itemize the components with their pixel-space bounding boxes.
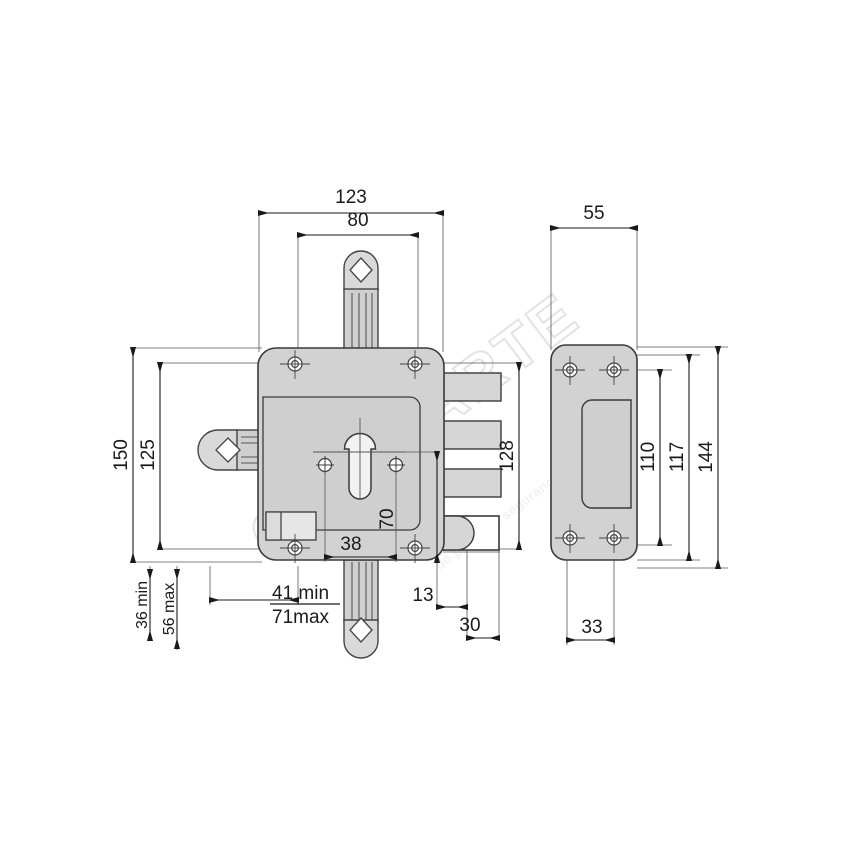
deadbolt-group (440, 372, 502, 498)
dim-backset-max: 56 max (161, 583, 178, 635)
dim-bolt-throw: 13 (412, 585, 433, 606)
rounded-latch (440, 515, 500, 551)
front-view: 123 80 150 125 128 70 38 36 min 56 max (111, 187, 523, 659)
diamond-bolt-bottom (343, 559, 379, 659)
dim-keyhole-center: 70 (377, 508, 398, 529)
dim-strike-overall: 144 (696, 441, 717, 473)
strike-plate-view: 55 110 117 144 33 (549, 203, 728, 645)
dimension-lines-front: 123 80 150 125 128 70 38 36 min 56 max (111, 187, 523, 650)
dim-height-inner: 125 (138, 439, 159, 471)
strike-plate-body (550, 344, 638, 561)
screw-holes-strike (555, 356, 629, 553)
dimension-lines-strike: 55 110 117 144 33 (549, 203, 722, 644)
dim-edge-max: 71max (272, 607, 330, 628)
dim-strike-inner: 117 (667, 442, 688, 472)
dim-width-inner: 80 (347, 210, 368, 231)
dim-height-overall: 150 (111, 439, 132, 471)
dim-bolt-depth: 30 (459, 615, 480, 636)
dim-width-overall: 123 (335, 187, 367, 208)
diamond-bolt-side (197, 429, 264, 471)
dim-bolt-span: 128 (497, 440, 518, 472)
dim-strike-hole-span: 110 (638, 442, 659, 472)
dim-backset-min: 36 min (134, 581, 151, 629)
dim-strike-width: 55 (583, 203, 604, 224)
dim-edge-min: 41 min (272, 583, 329, 604)
dim-screw-spacing: 38 (340, 534, 361, 555)
dim-strike-depth: 33 (581, 617, 602, 638)
screw-holes-front (280, 350, 430, 563)
diamond-bolt-top (343, 250, 379, 352)
euro-cylinder-keyhole (313, 418, 438, 562)
extension-lines-strike (550, 228, 728, 645)
